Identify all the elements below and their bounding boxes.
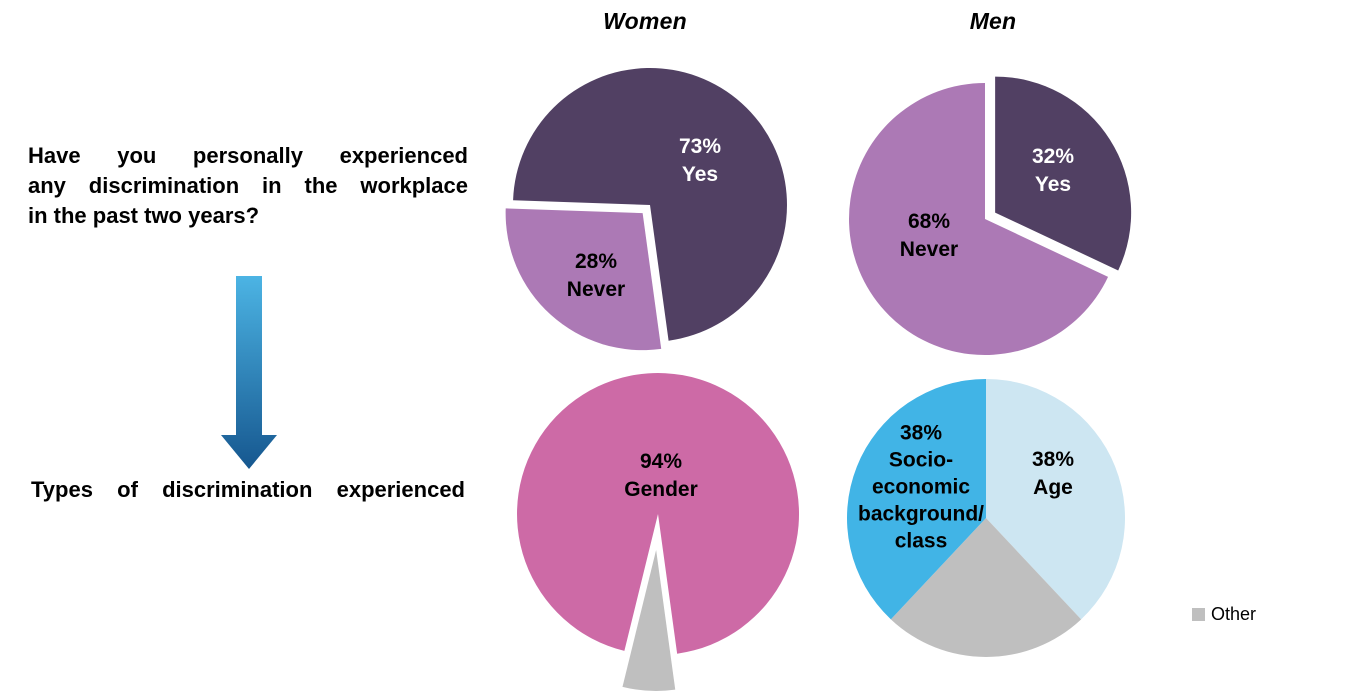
pie-slice-men-q2-socio — [846, 379, 986, 620]
pie-slice-women-q2-gender — [517, 373, 800, 654]
pie-slice-women-q1-yes — [513, 67, 787, 341]
column-header-men: Men — [969, 8, 1017, 34]
pie-slice-men-q1-never — [849, 83, 1109, 355]
question-line-3: in the past two years? — [28, 203, 260, 228]
down-arrow-icon — [221, 276, 277, 469]
flow-label: Types of discrimination experienced — [31, 477, 465, 502]
legend-label: Other — [1211, 604, 1257, 624]
pie-slice-men-q2-age — [986, 379, 1126, 620]
column-header-women: Women — [603, 8, 687, 34]
pie-label-women-q1-yes: 73% Yes — [678, 135, 722, 186]
pie-label-men-q2-socio: 38% Socio- economic background/ class — [857, 421, 985, 553]
pie-slice-men-q1-yes — [995, 76, 1132, 271]
pie-charts — [505, 67, 1132, 691]
pie-label-men-q1-never: 68% Never — [899, 210, 959, 261]
pie-label-women-q2-gender: 94% Gender — [624, 450, 698, 501]
pie-label-men-q1-yes: 32% Yes — [1031, 145, 1075, 196]
legend: Other — [1192, 604, 1256, 625]
pie-label-men-q2-age: 38% Age — [1031, 448, 1075, 499]
question-line-2: any discrimination in the workplace — [28, 173, 468, 198]
pie-label-women-q1-never: 28% Never — [566, 250, 626, 301]
pie-slice-women-q1-never — [505, 208, 662, 351]
question-line-1: Have you personally experienced — [28, 143, 468, 168]
pie-slice-women-q2-other — [622, 549, 676, 691]
other-legend-swatch-icon — [1192, 608, 1205, 621]
pie-slice-men-q2-other — [890, 518, 1082, 658]
question-text: Have you personally experienced any disc… — [28, 141, 468, 231]
